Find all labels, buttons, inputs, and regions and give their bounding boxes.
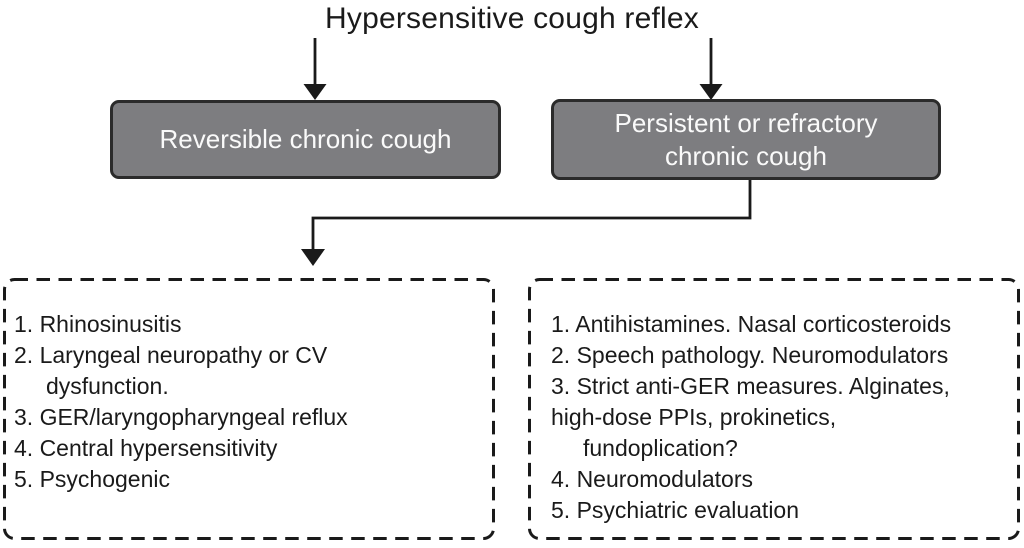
elbow-down-arrow-icon [301,180,752,266]
diagram-title: Hypersensitive cough reflex [325,2,699,35]
down-arrow-icon [699,38,723,100]
list-line: 3. Strict anti-GER measures. Alginates, [551,373,950,399]
list-line: 1. Antihistamines. Nasal corticosteroids [551,311,952,337]
reversible-chronic-cough-box: Reversible chronic cough [110,100,501,179]
list-line: 3. GER/laryngopharyngeal reflux [14,404,348,430]
list-line: 2. Speech pathology. Neuromodulators [551,342,949,368]
box-label-line: Reversible chronic cough [159,124,452,154]
list-line: 2. Laryngeal neuropathy or CV [14,342,328,368]
list-line: 1. Rhinosinusitis [14,311,182,337]
list-line: fundoplication? [583,435,738,461]
list-line: 4. Central hypersensitivity [14,435,278,461]
down-arrow-icon [303,38,327,100]
box-label-line: chronic cough [665,140,827,171]
treatment-list: 1. Antihistamines. Nasal corticosteroids… [551,309,1013,526]
box-label-line: Persistent or refractory [614,107,878,138]
list-line: high-dose PPIs, prokinetics, [551,404,837,430]
list-line: 5. Psychiatric evaluation [551,497,800,523]
differential-diagnosis-list: 1. Rhinosinusitis 2. Laryngeal neuropathy… [14,309,484,495]
list-line: 5. Psychogenic [14,466,170,492]
list-line: dysfunction. [46,373,169,399]
list-line: 4. Neuromodulators [551,466,753,492]
